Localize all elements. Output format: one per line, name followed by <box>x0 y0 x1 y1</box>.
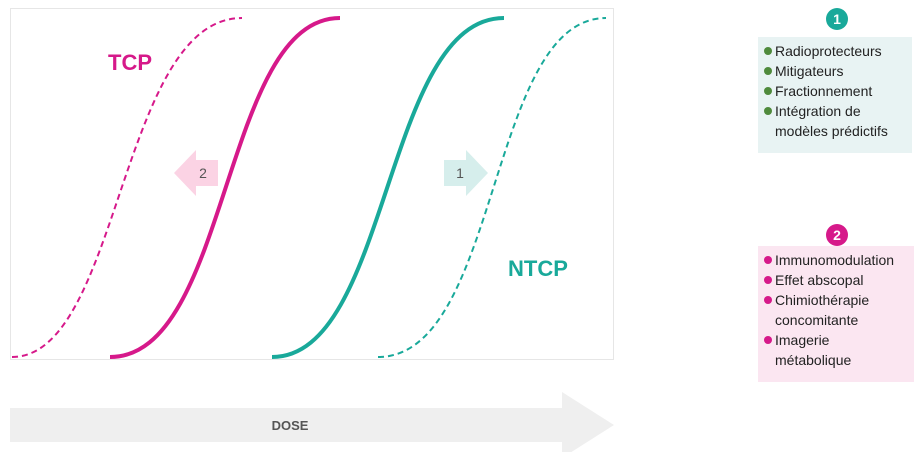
ntcp-curve <box>271 16 505 359</box>
tcp-curve-shifted <box>11 17 243 358</box>
bullet-icon <box>764 256 772 264</box>
list-item: Mitigateurs <box>764 61 906 81</box>
dose-arrow <box>10 392 614 452</box>
list-item: Intégration de modèles prédictifs <box>764 101 906 141</box>
ntcp-curve-shifted <box>377 17 607 358</box>
list-item: Imagerie métabolique <box>764 330 908 370</box>
tcp-label: TCP <box>108 50 152 75</box>
dose-response-diagram: DOSE TCP NTCP 2 1 <box>10 16 614 452</box>
list-item: Chimiothérapie concomitante <box>764 290 908 330</box>
tcp-curve <box>109 16 341 359</box>
dose-label: DOSE <box>272 418 309 433</box>
group1-badge: 1 <box>826 8 848 30</box>
bullet-icon <box>764 336 772 344</box>
list-item: Immunomodulation <box>764 250 908 270</box>
shift-arrow-right <box>444 150 488 196</box>
list-item: Effet abscopal <box>764 270 908 290</box>
bullet-icon <box>764 67 772 75</box>
shift-arrow-right-label: 1 <box>456 165 464 181</box>
bullet-icon <box>764 87 772 95</box>
list-item: Radioprotecteurs <box>764 41 906 61</box>
shift-arrow-left <box>174 150 218 196</box>
ntcp-label: NTCP <box>508 256 568 281</box>
group1-box: Radioprotecteurs Mitigateurs Fractionnem… <box>758 37 912 153</box>
diagram-panel <box>10 8 614 360</box>
bullet-icon <box>764 47 772 55</box>
group2-badge: 2 <box>826 224 848 246</box>
bullet-icon <box>764 296 772 304</box>
list-item: Fractionnement <box>764 81 906 101</box>
group2-box: Immunomodulation Effet abscopal Chimioth… <box>758 246 914 382</box>
bullet-icon <box>764 107 772 115</box>
shift-arrow-left-label: 2 <box>199 165 207 181</box>
bullet-icon <box>764 276 772 284</box>
